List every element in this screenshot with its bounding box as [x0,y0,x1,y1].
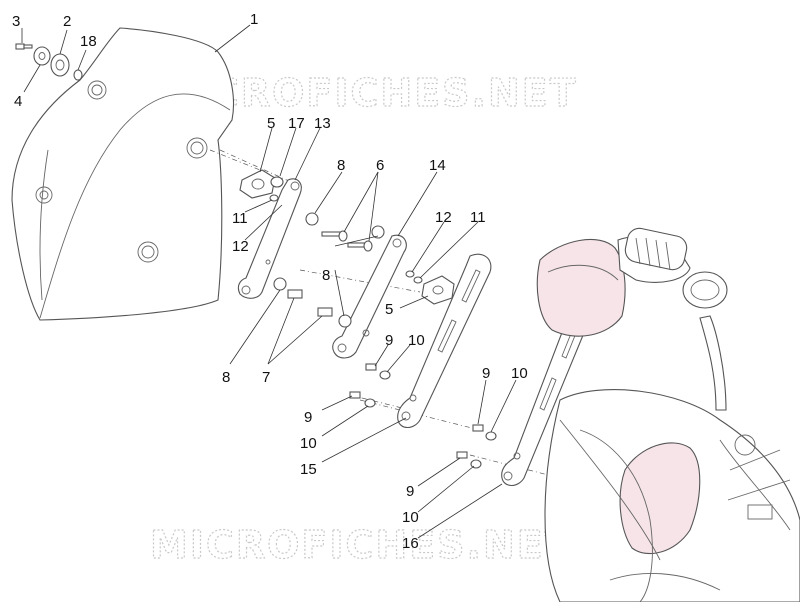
callout-11-right: 11 [470,209,486,226]
callout-15: 15 [300,461,317,478]
bolt-part-9d [456,451,468,459]
scooter-front-context [536,227,800,602]
washer-part-17 [270,176,284,188]
bracket-part-13 [237,178,302,299]
washer-part-10b [364,398,376,408]
callout-6: 6 [376,157,384,174]
watermark-bottom: MICROFICHES.NET [150,523,573,567]
callout-16: 16 [402,535,419,552]
callout-5-upper: 5 [267,115,275,132]
callout-9-bottom: 9 [406,483,414,500]
bolt-part-7b [317,307,333,317]
callout-labels: 3 2 18 4 1 5 17 13 8 6 14 11 12 12 11 8 … [12,11,528,552]
spacer-part-8d [338,314,352,328]
support-plate-part-15 [397,253,492,429]
callout-7: 7 [262,369,270,386]
washer-part-10c [485,431,497,441]
grommet-part-2 [50,53,70,77]
callout-10-left: 10 [300,435,317,452]
bolt-part-9a [365,363,377,371]
bracket-part-14 [332,234,407,359]
callout-14: 14 [429,157,446,174]
windshield-part-1 [11,27,235,321]
bolt-part-9b [349,391,361,399]
callout-3: 3 [12,13,20,30]
washer-part-11b [413,276,423,284]
leader-lines [21,24,517,539]
washer-part-4 [33,46,51,66]
washer-part-10a [379,370,391,380]
callout-9-right: 9 [482,365,490,382]
callout-8-lower: 8 [222,369,230,386]
callout-8-middle: 8 [322,267,330,284]
callout-2: 2 [63,13,71,30]
callout-18: 18 [80,33,97,50]
nut-part-18 [73,69,83,81]
bolt-part-6b [347,240,373,252]
spacer-part-8b [371,225,385,239]
washer-part-11a [269,194,279,202]
callout-10-bottom: 10 [402,509,419,526]
knob-nut-part-5a [239,169,276,199]
bolt-part-9c [472,424,484,432]
bolt-part-6a [321,230,348,242]
callout-5-lower: 5 [385,301,393,318]
callout-9-upper: 9 [385,332,393,349]
callout-4: 4 [14,93,22,110]
screw-part-3 [15,43,33,50]
callout-13: 13 [314,115,331,132]
callout-12-right: 12 [435,209,452,226]
callout-9-left: 9 [304,409,312,426]
callout-12-left: 12 [232,238,249,255]
callout-8-upper: 8 [337,157,345,174]
callout-17: 17 [288,115,305,132]
spacer-part-8c [273,277,287,291]
knob-nut-part-5b [421,275,455,305]
callout-10-upper: 10 [408,332,425,349]
washer-part-12b [405,270,415,278]
callout-11-left: 11 [232,210,248,227]
spacer-part-8a [305,212,319,226]
callout-1: 1 [250,11,258,28]
callout-10-right: 10 [511,365,528,382]
bolt-part-7a [287,289,303,299]
